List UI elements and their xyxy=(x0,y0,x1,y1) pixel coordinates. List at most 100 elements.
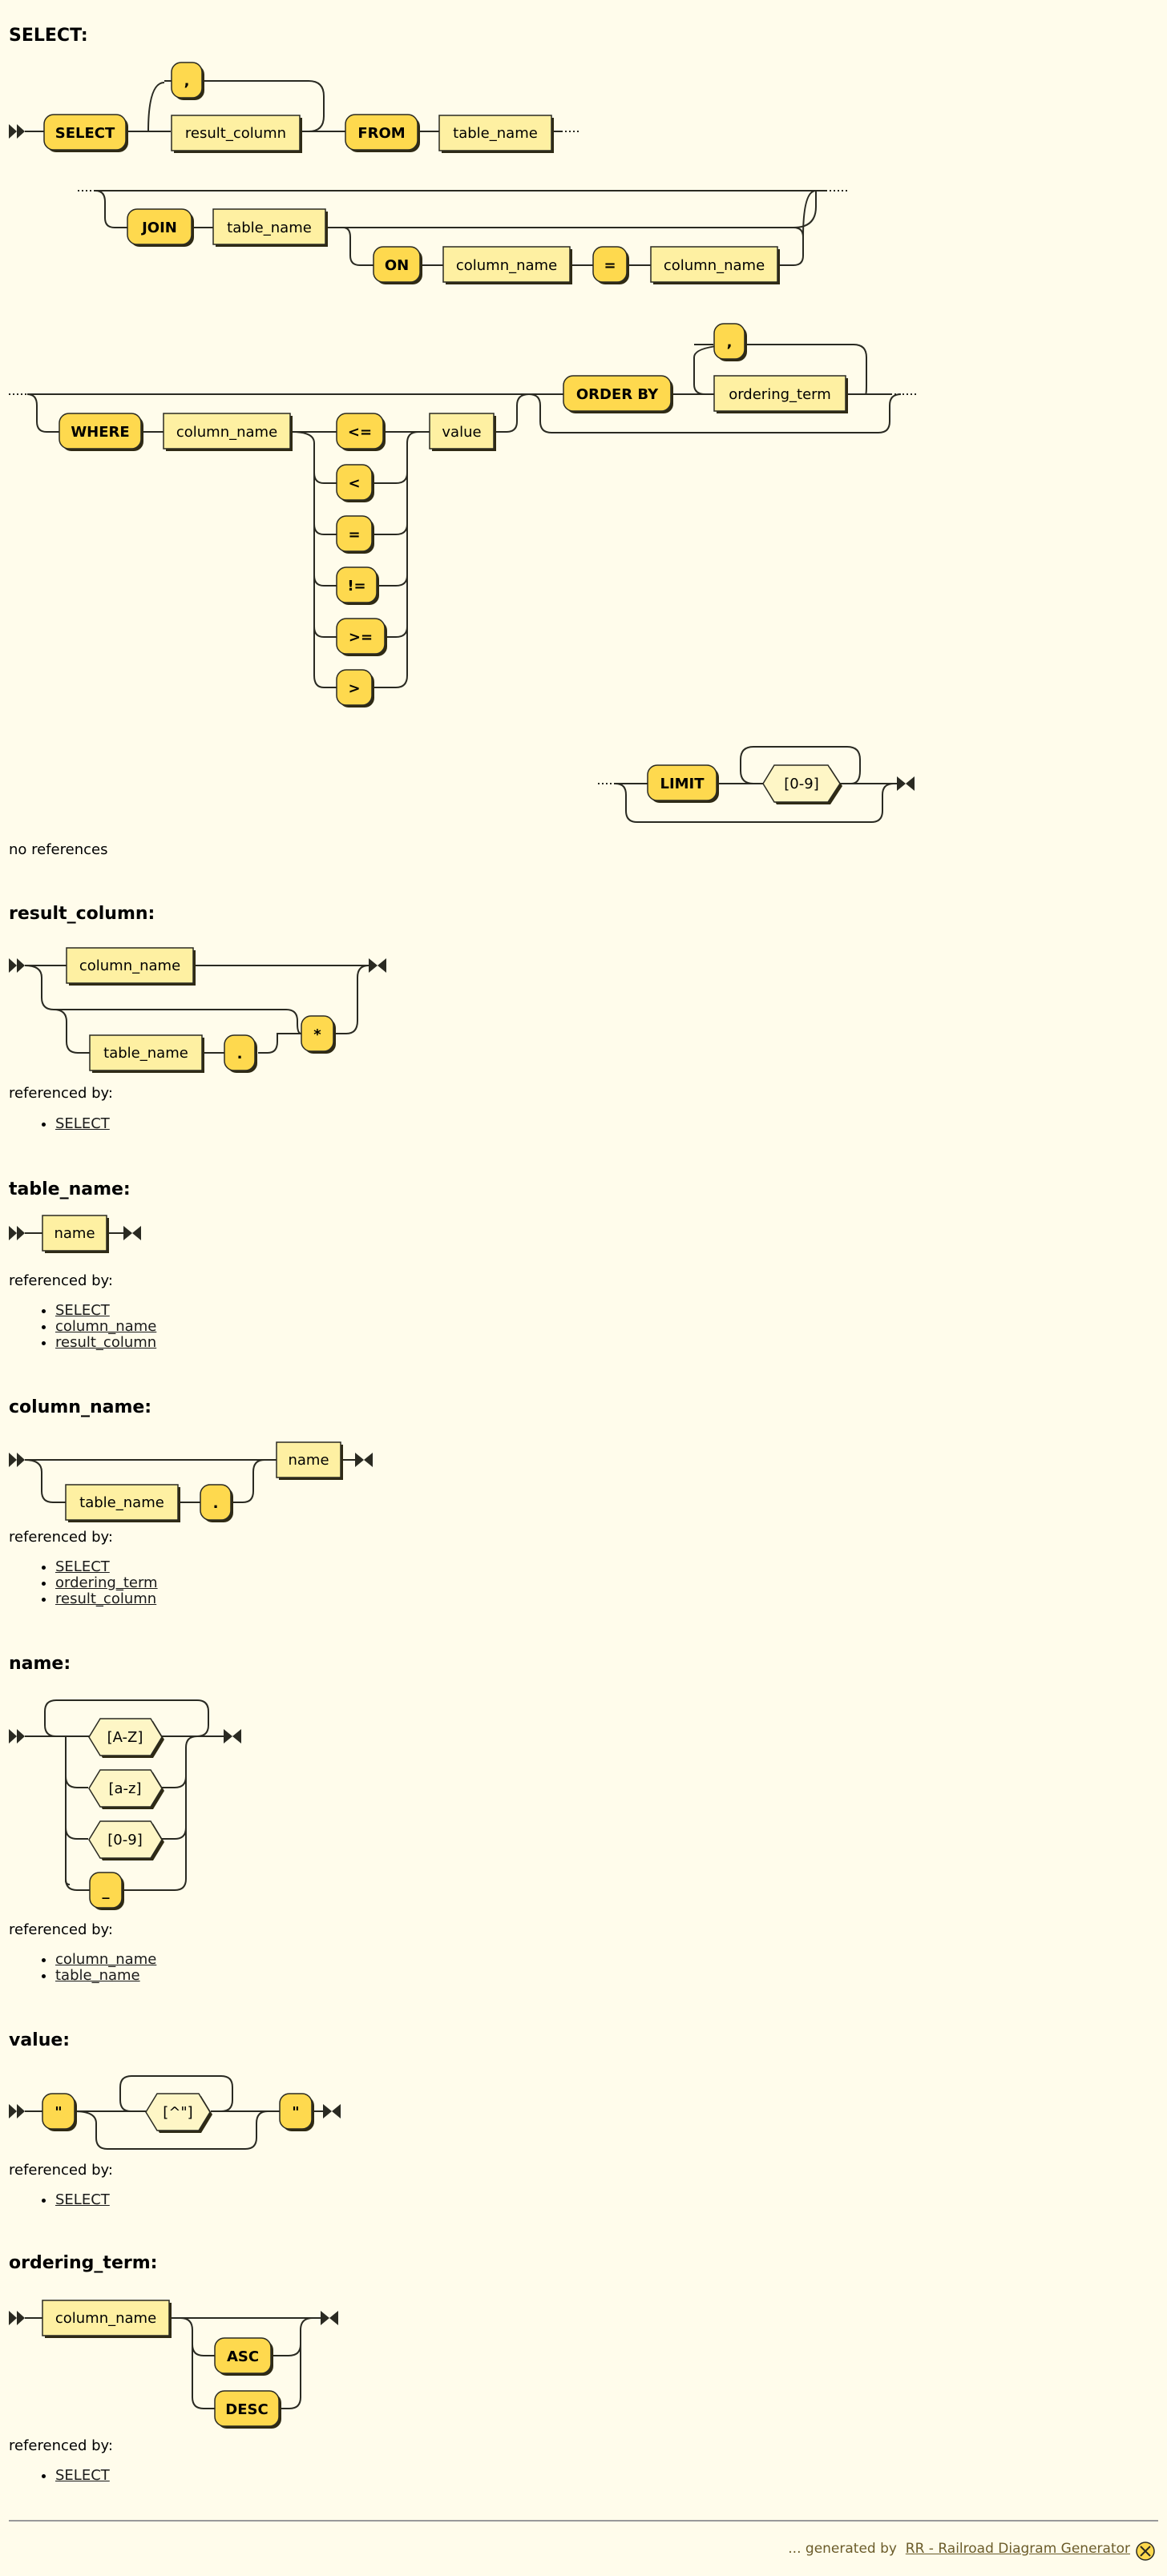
svg-text:result_column: result_column xyxy=(185,125,286,142)
svg-text:table_name: table_name xyxy=(227,220,312,236)
svg-text:value: value xyxy=(442,424,481,441)
reference-link[interactable]: SELECT xyxy=(55,2191,110,2208)
nonterminal-value[interactable]: value xyxy=(429,413,496,451)
result-column-diagram: column_name * table_name . xyxy=(9,947,386,1073)
terminal-asc: ASC xyxy=(214,2337,273,2376)
terminal-select: SELECT xyxy=(43,114,128,152)
nonterminal-table-name[interactable]: table_name xyxy=(65,1484,180,1522)
footer-prefix: ... generated by xyxy=(788,2541,897,2557)
terminal-order-comma: , xyxy=(713,323,747,361)
svg-text:table_name: table_name xyxy=(453,125,538,142)
terminal-from: FROM xyxy=(345,114,420,152)
charclass-upper: [A-Z] xyxy=(88,1718,164,1758)
reference-link[interactable]: column_name xyxy=(55,1951,157,1968)
production-title-column-name: column_name: xyxy=(9,1397,152,1417)
svg-text:column_name: column_name xyxy=(79,957,180,974)
svg-text:[0-9]: [0-9] xyxy=(784,776,818,792)
terminal-where: WHERE xyxy=(59,413,143,451)
referenced-by-label: referenced by: xyxy=(9,1921,113,1938)
list-item: column_name xyxy=(55,1319,156,1335)
column-name-diagram: table_name . name xyxy=(9,1441,373,1522)
reference-list: SELECT ordering_term result_column xyxy=(9,1559,158,1607)
nonterminal-join-table-name[interactable]: table_name xyxy=(212,208,328,247)
no-references-text: no references xyxy=(9,841,108,858)
reference-list: SELECT xyxy=(9,1116,110,1132)
terminal-quote-close: " xyxy=(279,2093,314,2131)
list-item: SELECT xyxy=(55,1303,156,1319)
reference-link[interactable]: SELECT xyxy=(55,1558,110,1575)
svg-text:name: name xyxy=(54,1225,95,1242)
svg-text:<=: <= xyxy=(348,424,372,441)
nonterminal-result-column[interactable]: result_column xyxy=(171,115,302,153)
svg-text:,: , xyxy=(184,73,190,90)
production-title-ordering-term: ordering_term: xyxy=(9,2253,158,2273)
reference-link[interactable]: column_name xyxy=(55,1318,157,1335)
list-item: SELECT xyxy=(55,2192,110,2208)
svg-text:": " xyxy=(292,2104,299,2121)
svg-text:FROM: FROM xyxy=(357,125,405,142)
referenced-by-label: referenced by: xyxy=(9,1085,113,1102)
svg-text:LIMIT: LIMIT xyxy=(660,776,705,792)
svg-text:": " xyxy=(55,2104,62,2121)
reference-link[interactable]: table_name xyxy=(55,1967,140,1984)
svg-text:column_name: column_name xyxy=(55,2310,156,2327)
svg-text:[^"]: [^"] xyxy=(163,2104,192,2121)
svg-text:_: _ xyxy=(103,1883,110,1900)
list-item: result_column xyxy=(55,1335,156,1351)
reference-link[interactable]: SELECT xyxy=(55,1302,110,1319)
terminal-comma: , xyxy=(171,62,204,100)
charclass-digits: [0-9] xyxy=(88,1820,164,1860)
nonterminal-where-column-name[interactable]: column_name xyxy=(163,413,293,451)
footer-divider xyxy=(9,2520,1158,2522)
terminal-select-label: SELECT xyxy=(55,125,115,142)
svg-text:table_name: table_name xyxy=(103,1045,188,1062)
terminal-equals: = xyxy=(592,246,629,284)
terminal-dot: . xyxy=(200,1484,233,1522)
terminal-order-by: ORDER BY xyxy=(563,375,673,413)
svg-text:[0-9]: [0-9] xyxy=(107,1832,142,1848)
svg-text:ASC: ASC xyxy=(227,2348,259,2365)
table-name-diagram: name xyxy=(9,1215,141,1253)
reference-link[interactable]: result_column xyxy=(55,1590,157,1607)
svg-text:name: name xyxy=(288,1452,329,1469)
nonterminal-column-name-2[interactable]: column_name xyxy=(650,246,780,284)
svg-text:,: , xyxy=(727,334,733,351)
nonterminal-name[interactable]: name xyxy=(276,1441,343,1480)
reference-link[interactable]: ordering_term xyxy=(55,1574,158,1591)
terminal-op-ne: != xyxy=(336,566,379,605)
nonterminal-name[interactable]: name xyxy=(42,1215,109,1253)
svg-text:ordering_term: ordering_term xyxy=(729,386,831,403)
referenced-by-label: referenced by: xyxy=(9,2162,113,2179)
svg-text:>=: >= xyxy=(349,629,373,646)
terminal-desc: DESC xyxy=(214,2390,281,2429)
reference-link[interactable]: result_column xyxy=(55,1334,157,1351)
charclass-lower: [a-z] xyxy=(88,1769,164,1809)
svg-text:=: = xyxy=(604,257,616,274)
charclass-digits: [0-9] xyxy=(762,764,842,804)
terminal-quote-open: " xyxy=(42,2093,77,2131)
svg-text:.: . xyxy=(213,1495,219,1512)
generator-link[interactable]: RR - Railroad Diagram Generator xyxy=(905,2541,1130,2557)
reference-list: SELECT xyxy=(9,2468,110,2484)
svg-text:DESC: DESC xyxy=(225,2401,268,2418)
svg-text:column_name: column_name xyxy=(176,424,277,441)
ordering-term-diagram: column_name ASC DESC xyxy=(9,2300,338,2429)
terminal-dot: . xyxy=(224,1034,257,1073)
nonterminal-column-name[interactable]: column_name xyxy=(42,2300,172,2338)
nonterminal-ordering-term[interactable]: ordering_term xyxy=(713,375,848,413)
list-item: ordering_term xyxy=(55,1575,158,1591)
reference-link[interactable]: SELECT xyxy=(55,1115,110,1132)
reference-link[interactable]: SELECT xyxy=(55,2467,110,2484)
nonterminal-column-name-1[interactable]: column_name xyxy=(442,246,572,284)
svg-text:[A-Z]: [A-Z] xyxy=(107,1729,143,1746)
name-diagram: [A-Z] [a-z] [0-9] _ xyxy=(9,1699,241,1910)
referenced-by-label: referenced by: xyxy=(9,1272,113,1289)
rr-logo-icon[interactable] xyxy=(1136,2542,1155,2561)
nonterminal-table-name[interactable]: table_name xyxy=(438,115,554,153)
nonterminal-table-name[interactable]: table_name xyxy=(89,1034,204,1073)
terminal-op-eq: = xyxy=(336,515,374,554)
svg-text:>: > xyxy=(348,680,360,697)
nonterminal-column-name[interactable]: column_name xyxy=(66,947,196,986)
list-item: table_name xyxy=(55,1968,156,1984)
production-title-select: SELECT: xyxy=(9,26,88,46)
